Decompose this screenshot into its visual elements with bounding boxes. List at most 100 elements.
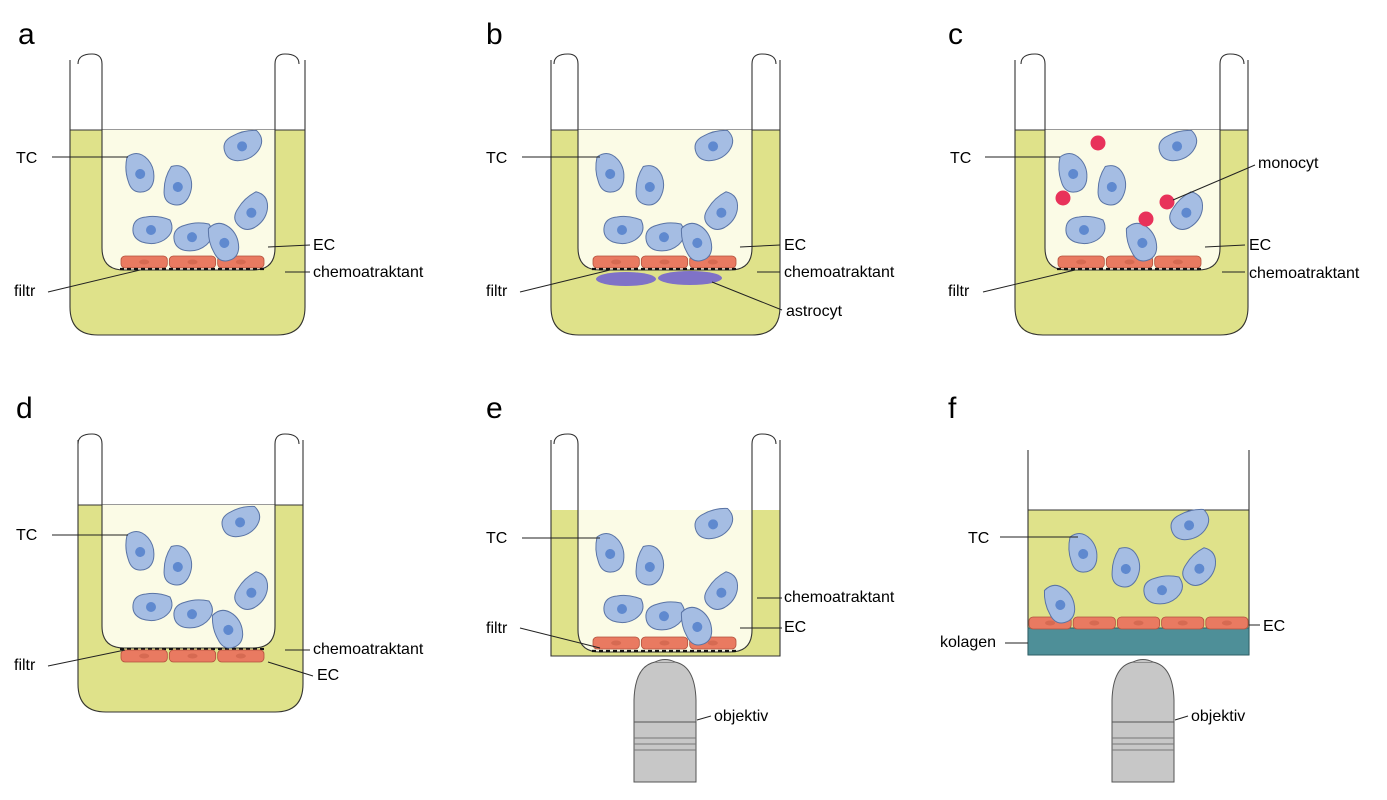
insert-lip-left — [553, 53, 579, 65]
tumor-cell-nucleus — [659, 611, 670, 622]
label-collagen: kolagen — [940, 634, 996, 651]
collagen-layer — [1027, 627, 1250, 656]
tumor-cell-nucleus — [716, 207, 727, 218]
tumor-cell-nucleus — [617, 225, 627, 235]
endothelial-nucleus — [1172, 259, 1183, 265]
tumor-cell — [234, 191, 269, 230]
tumor-cell — [635, 545, 665, 586]
insert-lip-right — [274, 433, 300, 445]
label-ec: EC — [784, 619, 806, 636]
label-tc: TC — [950, 150, 971, 167]
tumor-cell-nucleus — [644, 181, 655, 192]
tumor-cell-nucleus — [1055, 599, 1066, 610]
insert-lip-right — [1219, 53, 1245, 65]
insert-wall — [101, 444, 276, 649]
endothelial-nucleus — [1124, 259, 1135, 265]
label-ec: EC — [1249, 237, 1271, 254]
tumor-cell — [132, 592, 173, 622]
endothelial-nucleus — [659, 640, 670, 646]
outer-well-wall — [69, 60, 306, 336]
endothelial-nucleus — [187, 653, 198, 659]
tumor-cell-nucleus — [135, 168, 146, 179]
endothelial-nucleus — [235, 653, 246, 659]
outer-well-wall — [1014, 60, 1249, 336]
panel-e: e TC chemoatraktant filtr EC objektiv — [486, 392, 895, 725]
tumor-cell — [694, 129, 734, 162]
tumor-cell-nucleus — [172, 561, 183, 572]
label-leader-line — [47, 269, 141, 293]
label-leader-line — [1204, 244, 1246, 248]
tumor-cell — [223, 129, 263, 162]
tumor-cell-nucleus — [1079, 225, 1089, 235]
tumor-cell — [595, 533, 625, 573]
tumor-cell — [221, 505, 261, 538]
label-filter: filtr — [486, 620, 508, 637]
tumor-cell — [694, 507, 734, 540]
label-chemoatractant: chemoatraktant — [784, 264, 895, 281]
tumor-cell-nucleus — [708, 141, 719, 152]
tumor-cell-nucleus — [187, 609, 198, 620]
tumor-cell-nucleus — [223, 624, 234, 635]
tumor-cell — [1158, 129, 1198, 162]
tumor-cell — [132, 215, 173, 245]
outer-well-wall — [550, 60, 781, 336]
endothelial-nucleus — [1089, 620, 1100, 626]
astrocyte — [596, 272, 656, 286]
label-leader-line — [519, 269, 611, 293]
tumor-cell — [645, 601, 685, 631]
panel-d: d TC chemoatraktant filtr EC — [14, 392, 424, 684]
tumor-cell-nucleus — [246, 207, 257, 218]
tumor-cell — [1068, 533, 1098, 573]
panel-b: b TC EC chemoatraktant filtr astrocyt — [486, 18, 895, 320]
tumor-cell — [603, 215, 644, 245]
insert-wall — [101, 64, 276, 271]
tumor-cell — [680, 222, 713, 262]
tumor-cell-nucleus — [1172, 141, 1183, 152]
label-astrocyte: astrocyt — [786, 303, 843, 320]
label-objective: objektiv — [714, 708, 768, 725]
endothelial-nucleus — [139, 259, 150, 265]
label-tc: TC — [16, 527, 37, 544]
tumor-cell — [211, 609, 244, 649]
outer-well-wall — [77, 440, 304, 713]
panel-letter-b: b — [486, 18, 503, 51]
label-ec: EC — [784, 237, 806, 254]
tumor-cell-nucleus — [692, 621, 703, 632]
tumor-cell-nucleus — [659, 232, 670, 243]
tumor-cell — [173, 599, 213, 629]
endothelial-nucleus — [611, 640, 622, 646]
panel-letter-e: e — [486, 392, 503, 425]
tumor-cell — [1182, 547, 1217, 586]
tumor-cell — [1143, 575, 1183, 605]
panel-letter-c: c — [948, 18, 963, 51]
tumor-cell — [680, 606, 713, 646]
tumor-cell — [125, 153, 155, 193]
tumor-cell — [1125, 222, 1158, 262]
label-filter: filtr — [948, 283, 970, 300]
microscope-objective — [1111, 659, 1175, 783]
endothelial-nucleus — [1133, 620, 1144, 626]
endothelial-nucleus — [707, 640, 718, 646]
tumor-cell-nucleus — [1120, 563, 1131, 574]
tumor-cell — [603, 594, 644, 624]
monocyte — [1138, 211, 1154, 227]
tumor-cell-nucleus — [235, 517, 246, 528]
label-ec: EC — [317, 667, 339, 684]
tumor-cell — [207, 222, 240, 262]
tumor-cell — [704, 191, 739, 230]
label-objective: objektiv — [1191, 708, 1245, 725]
label-chemoatractant: chemoatraktant — [1249, 265, 1360, 282]
objective-tip — [1132, 659, 1154, 663]
tumor-cell-nucleus — [692, 237, 703, 248]
endothelial-nucleus — [235, 259, 246, 265]
insert-lip-left — [77, 433, 103, 445]
tumor-cell-nucleus — [146, 225, 156, 235]
tumor-cell-nucleus — [135, 546, 146, 557]
tumor-cell — [595, 153, 625, 193]
panel-f: f TC EC kolagen objektiv — [940, 392, 1285, 725]
endothelial-nucleus — [659, 259, 670, 265]
tumor-cell-nucleus — [1106, 181, 1117, 192]
tumor-cell-nucleus — [1181, 207, 1192, 218]
label-leader-line — [1172, 164, 1256, 201]
